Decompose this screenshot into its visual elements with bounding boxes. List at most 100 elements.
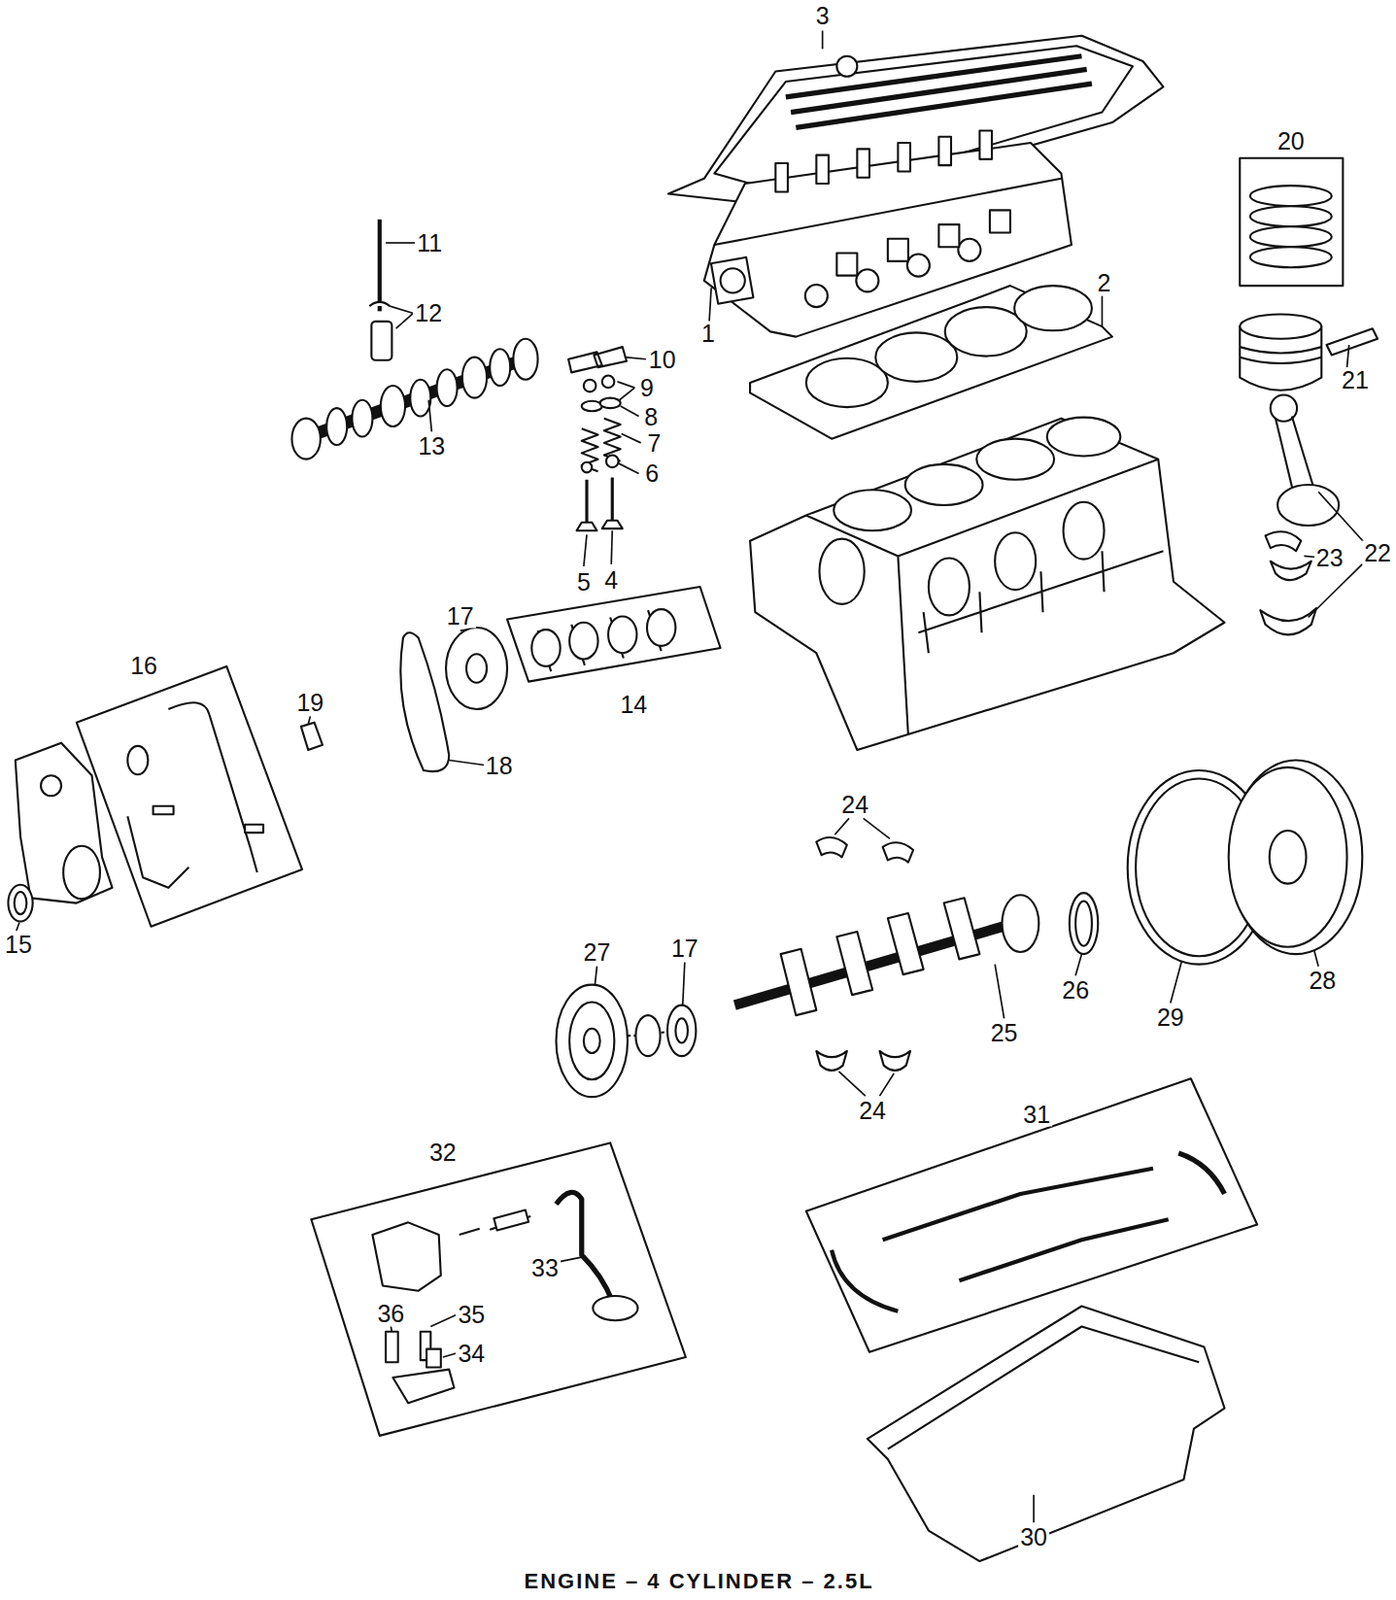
leader-lines-part — [430, 1314, 457, 1328]
valvetrain-part — [369, 302, 390, 307]
engine-block-part — [918, 550, 1163, 653]
leader-lines-part — [1032, 1495, 1035, 1523]
valvetrain — [369, 219, 627, 531]
valvetrain-part — [606, 454, 619, 468]
cylinder-head-part — [938, 224, 959, 247]
leader-lines-part — [442, 1353, 458, 1358]
timing-cover-part — [15, 743, 113, 904]
diagram-caption: ENGINE – 4 CYLINDER – 2.5L — [524, 1568, 875, 1595]
callout-number: 24 — [839, 791, 871, 817]
cylinder-head-part — [957, 238, 981, 262]
leader-lines-part — [1347, 344, 1350, 368]
leader-lines-part — [821, 31, 824, 50]
leader-lines-part — [1308, 491, 1368, 617]
engine-block-part — [994, 532, 1036, 590]
oil-pump-group-part — [372, 1222, 441, 1291]
piston-rings-part — [1250, 185, 1332, 206]
valve-cover-part — [785, 56, 1092, 129]
camshaft-part — [326, 408, 347, 445]
callout-number: 25 — [988, 1021, 1021, 1046]
leader-lines-part — [16, 922, 20, 931]
leader-lines-part — [994, 964, 1004, 1020]
engine-block-part — [749, 418, 1225, 750]
valve-cover-part — [836, 56, 857, 77]
callout-number: 36 — [374, 1300, 407, 1326]
engine-block-part — [818, 539, 864, 605]
callout-number: 26 — [1059, 977, 1091, 1002]
callout-number: 35 — [455, 1301, 487, 1327]
oil-pan — [867, 1305, 1226, 1562]
callout-number: 15 — [2, 931, 35, 956]
callout-number: 30 — [1018, 1524, 1050, 1549]
callout-number: 17 — [669, 935, 701, 960]
pulley-and-seal-part — [675, 1018, 688, 1043]
head-gasket-part — [945, 306, 1027, 356]
callout-number: 31 — [1021, 1102, 1053, 1127]
callout-number: 27 — [581, 940, 613, 965]
callout-number: 24 — [856, 1097, 888, 1123]
callout-number: 9 — [638, 375, 656, 401]
camshaft-part — [291, 418, 320, 460]
callout-number: 13 — [415, 434, 447, 459]
timing-cover-part — [63, 846, 101, 900]
timing-chain-parts-part — [569, 622, 598, 660]
head-gasket-part — [875, 332, 957, 381]
leader-lines-part — [709, 287, 712, 322]
oil-pan-part — [887, 1326, 1199, 1449]
valvetrain-part — [371, 321, 392, 361]
oil-pan-gaskets-part — [883, 1168, 1154, 1241]
cylinder-head-part — [907, 254, 930, 277]
oil-pump-group — [372, 1191, 638, 1403]
oil-pump-group-part — [392, 1369, 454, 1404]
leader-lines-part — [834, 817, 890, 839]
group-boxes-part — [507, 586, 721, 682]
callout-number: 18 — [483, 752, 515, 778]
head-gasket — [749, 285, 1113, 440]
crankshaft-part — [944, 897, 981, 959]
cylinder-head-part — [775, 163, 788, 192]
connecting-rod-part — [1265, 531, 1302, 551]
callout-number: 6 — [643, 461, 661, 486]
callout-number: 4 — [602, 567, 620, 592]
callout-number: 19 — [294, 689, 326, 715]
cylinder-head-part — [979, 130, 992, 159]
pulley-and-seal — [555, 760, 1362, 1098]
cylinder-head-part — [711, 257, 754, 305]
cylinder-head-part — [989, 209, 1011, 233]
pulley-and-seal-part — [1069, 892, 1098, 954]
leader-lines-part — [620, 406, 640, 417]
group-boxes — [76, 158, 1344, 1436]
pulley-and-seal-part — [1075, 900, 1092, 946]
callout-number: 10 — [646, 346, 679, 372]
callout-number: 17 — [444, 604, 477, 629]
leader-lines-part — [1170, 960, 1183, 1003]
crankshaft-part — [1002, 894, 1040, 953]
callout-number: 28 — [1306, 968, 1338, 993]
camshaft-part — [409, 379, 431, 417]
group-boxes-part — [1239, 158, 1343, 286]
camshaft — [291, 339, 538, 460]
timing-chain-parts-part — [646, 609, 676, 647]
callout-number: 20 — [1275, 128, 1307, 153]
cylinder-head-part — [897, 142, 911, 171]
oil-pan-gaskets-part — [831, 1250, 898, 1312]
callout-number: 29 — [1155, 1005, 1187, 1030]
crankshaft-part — [816, 837, 914, 863]
head-gasket-part — [1014, 285, 1092, 331]
oil-pump-group-part — [426, 1349, 442, 1368]
piston-rings — [1250, 185, 1332, 268]
camshaft-part — [380, 385, 406, 427]
engine-block-part — [976, 439, 1055, 480]
engine-block-part — [806, 459, 1158, 736]
leader-lines-part — [621, 433, 642, 443]
leader-lines-part — [1101, 296, 1104, 328]
timing-chain-parts — [301, 609, 676, 772]
leader-lines-part — [618, 463, 640, 475]
pulley-and-seal-part — [1228, 767, 1348, 948]
head-gasket-part — [749, 285, 1113, 440]
valvetrain-part — [600, 398, 621, 409]
timing-gasket-set — [127, 702, 264, 888]
timing-gasket-set-part — [127, 702, 257, 888]
engine-block-part — [833, 489, 912, 531]
